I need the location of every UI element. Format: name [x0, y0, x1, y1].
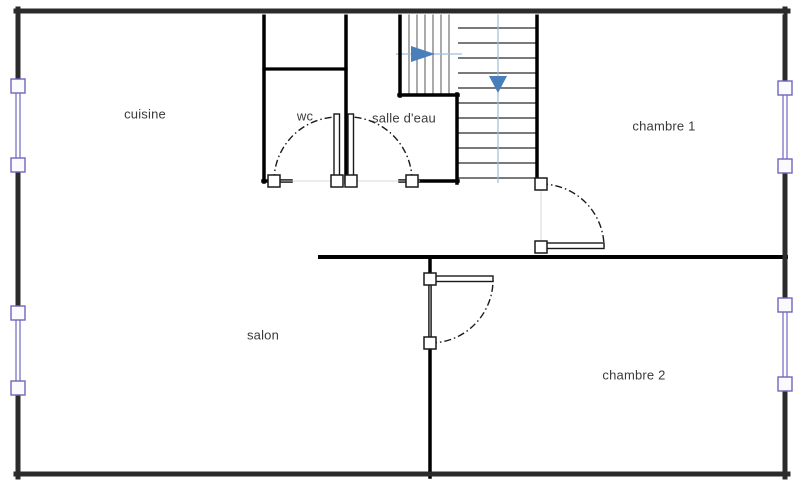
doors-group: [267, 113, 605, 350]
staircase-direction-arrow-down: [489, 76, 507, 93]
room-label-chambre-2: chambre 2: [602, 367, 666, 383]
room-label-cuisine: cuisine: [124, 106, 166, 122]
threshold-guides: [276, 180, 542, 342]
room-label-chambre-1: chambre 1: [632, 118, 696, 134]
staircase-group: [396, 13, 537, 183]
door-salle-deau: [344, 113, 419, 188]
inner-walls-group: [261, 11, 788, 479]
door-chambre-1: [534, 177, 605, 254]
staircase-axis: [396, 13, 499, 183]
outer-walls-group: [13, 6, 791, 480]
window-left-upper: [10, 78, 26, 173]
door-wc: [267, 113, 344, 188]
window-left-lower: [10, 305, 26, 396]
windows-group: [10, 78, 793, 396]
staircase-direction-arrow-right: [411, 46, 435, 62]
room-label-wc: wc: [296, 108, 314, 124]
window-right-upper: [777, 80, 793, 174]
room-label-salon: salon: [246, 327, 280, 343]
door-chambre-2: [423, 272, 494, 350]
window-right-lower: [777, 297, 793, 392]
room-label-salle-deau: salle d'eau: [372, 110, 436, 126]
